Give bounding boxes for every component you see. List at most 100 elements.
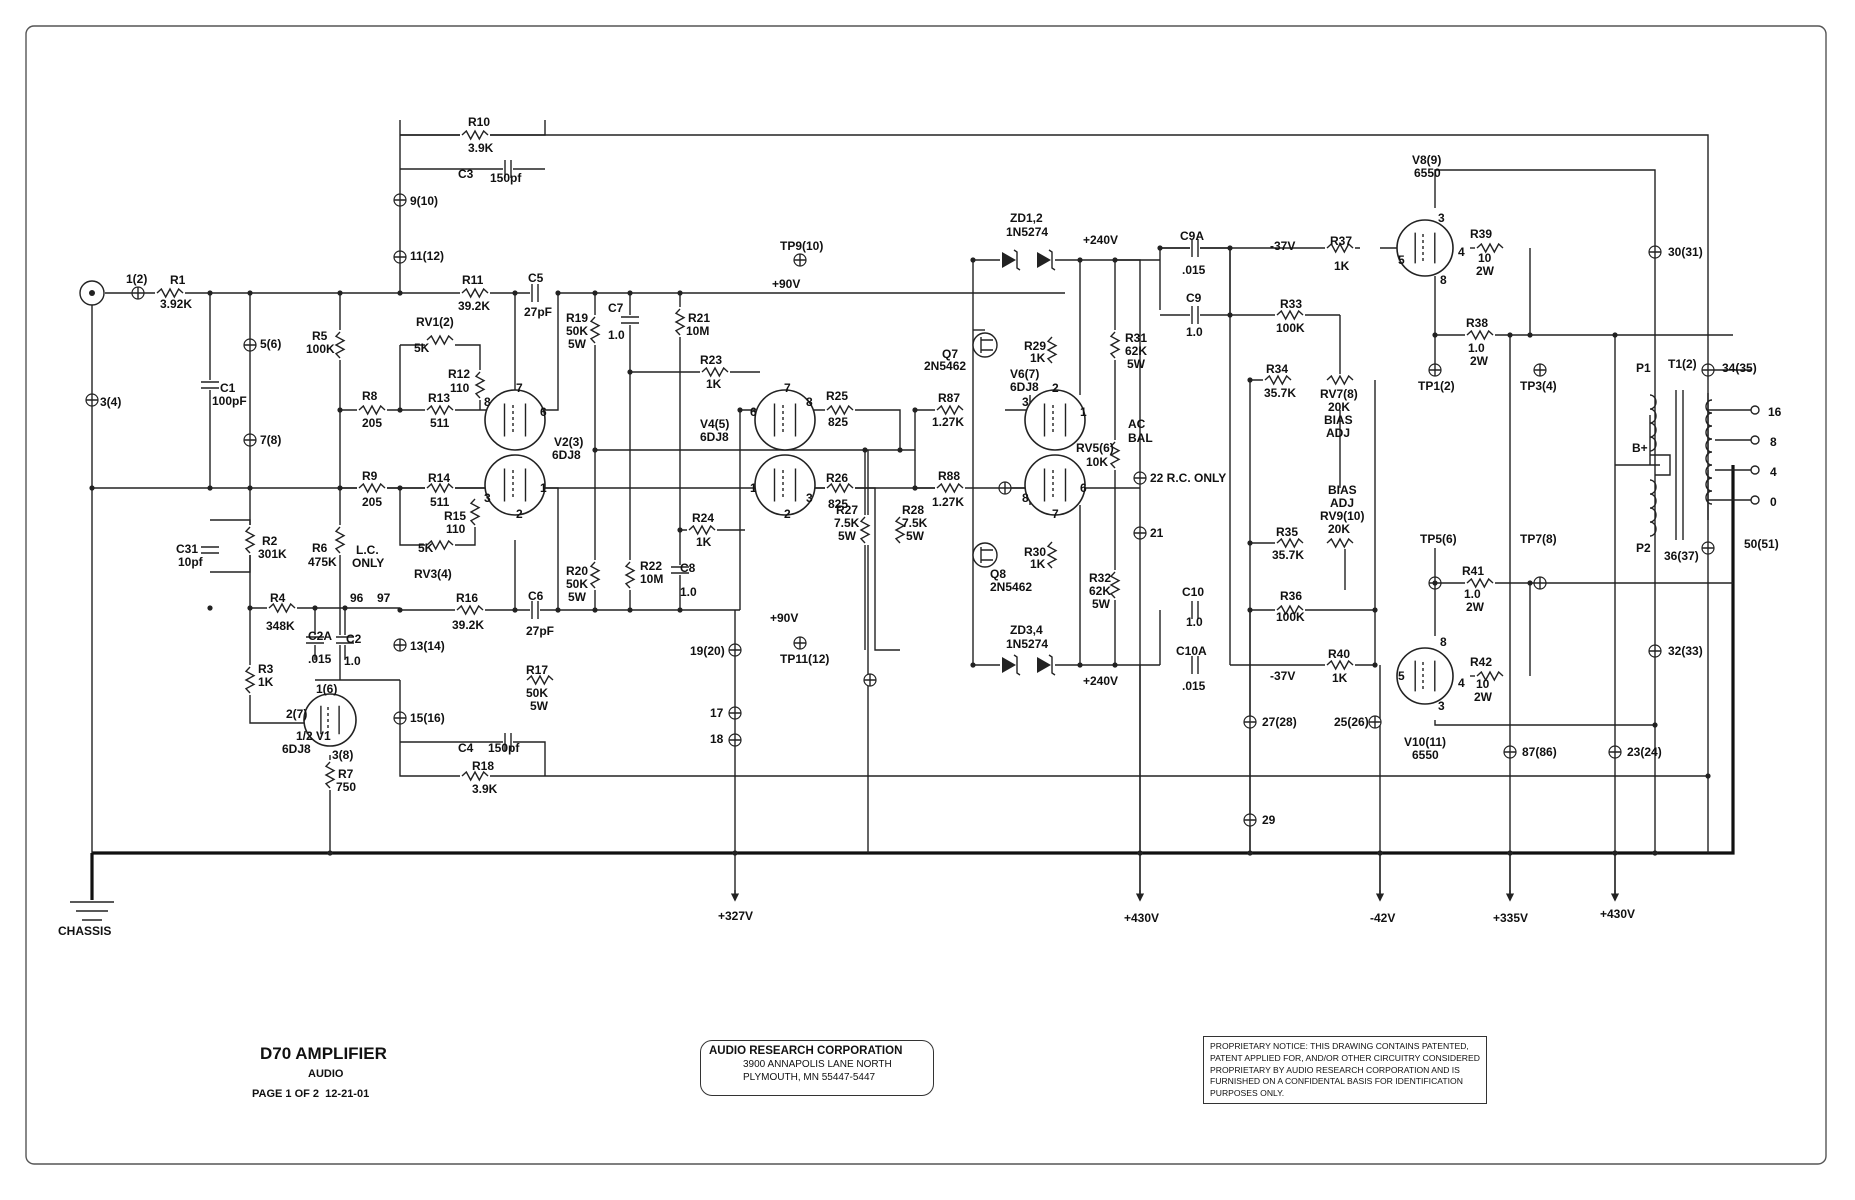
c5-symbol bbox=[531, 284, 539, 302]
tap-terminal-1 bbox=[1750, 435, 1760, 445]
r88-label: R88 bbox=[938, 469, 960, 483]
c10a-symbol bbox=[1191, 656, 1199, 674]
r29-symbol bbox=[1046, 336, 1058, 364]
v2-pin-1: 1 bbox=[540, 481, 547, 495]
v10-pin-8: 8 bbox=[1440, 635, 1447, 649]
c9a-label: C9A bbox=[1180, 229, 1204, 243]
r32-symbol bbox=[1109, 571, 1121, 599]
company-box: AUDIO RESEARCH CORPORATION 3900 ANNAPOLI… bbox=[700, 1040, 934, 1096]
r35-label: R35 bbox=[1276, 525, 1298, 539]
tap-16-label: 16 bbox=[1768, 405, 1782, 419]
zd1-symbol bbox=[1002, 252, 1016, 268]
node-19-label: 19(20) bbox=[690, 644, 725, 658]
r15-symbol bbox=[469, 498, 481, 526]
junction-dot-43 bbox=[1652, 722, 1658, 728]
r37-value: 1K bbox=[1334, 259, 1350, 273]
proprietary-notice: PROPRIETARY NOTICE: THIS DRAWING CONTAIN… bbox=[1203, 1036, 1487, 1104]
v1-symbol bbox=[303, 693, 357, 747]
r23-value: 1K bbox=[706, 377, 722, 391]
v6-pin-1: 1 bbox=[1080, 405, 1087, 419]
v2-label: V2(3) bbox=[554, 435, 583, 449]
supply-label-neg42v: -42V bbox=[1370, 911, 1395, 925]
r17-label: R17 bbox=[526, 663, 548, 677]
junction-dot-9 bbox=[397, 485, 403, 491]
junction-dot-48 bbox=[592, 607, 598, 613]
company-address-line-2: PLYMOUTH, MN 55447-5447 bbox=[743, 1072, 876, 1083]
q8-type: 2N5462 bbox=[990, 580, 1032, 594]
c31-label: C31 bbox=[176, 542, 198, 556]
v4-pin-6: 6 bbox=[750, 405, 757, 419]
supply-label-430v-a: +430V bbox=[1124, 911, 1159, 925]
v2-pin-8: 8 bbox=[484, 395, 491, 409]
r29-value: 1K bbox=[1030, 351, 1046, 365]
r6-value: 475K bbox=[308, 555, 337, 569]
r22-value: 10M bbox=[640, 572, 663, 586]
r87-value: 1.27K bbox=[932, 415, 964, 429]
r41-watt: 2W bbox=[1466, 600, 1485, 614]
r31-symbol bbox=[1109, 331, 1121, 359]
c3-value: 150pf bbox=[490, 171, 522, 185]
node-36-label: 36(37) bbox=[1664, 549, 1699, 563]
rail-neg37v-b: -37V bbox=[1270, 669, 1295, 683]
junction-dot-44 bbox=[1705, 773, 1711, 779]
rv5-symbol bbox=[1109, 441, 1121, 469]
junction-dot-33 bbox=[1247, 540, 1253, 546]
r9-symbol bbox=[358, 482, 386, 494]
c5-label: C5 bbox=[528, 271, 544, 285]
labels-layer: CHASSIS +327V +430V -42V +335V +430V +90… bbox=[58, 115, 1782, 938]
r32-value: 62K bbox=[1089, 584, 1111, 598]
v2-pin-3: 3 bbox=[484, 491, 491, 505]
r38-watt: 2W bbox=[1470, 354, 1489, 368]
r23-label: R23 bbox=[700, 353, 722, 367]
r18-symbol bbox=[461, 770, 489, 782]
r39-watt: 2W bbox=[1476, 264, 1495, 278]
v6-type: 6DJ8 bbox=[1010, 380, 1039, 394]
r22-symbol bbox=[624, 561, 636, 589]
c9a-value: .015 bbox=[1182, 263, 1206, 277]
r19-symbol bbox=[589, 316, 601, 344]
junction-dot-3 bbox=[337, 407, 343, 413]
c10a-value: .015 bbox=[1182, 679, 1206, 693]
junction-dot-28 bbox=[1112, 662, 1118, 668]
junction-dot-54 bbox=[1247, 850, 1253, 856]
junction-dot-2 bbox=[337, 290, 343, 296]
junction-dot-1 bbox=[247, 290, 253, 296]
c1-label: C1 bbox=[220, 381, 236, 395]
c31-value: 10pf bbox=[178, 555, 204, 569]
r27-symbol bbox=[859, 516, 871, 544]
r36-label: R36 bbox=[1280, 589, 1302, 603]
r24-label: R24 bbox=[692, 511, 714, 525]
c7-label: C7 bbox=[608, 301, 624, 315]
r30-symbol bbox=[1046, 541, 1058, 569]
r25-value: 825 bbox=[828, 415, 848, 429]
company-address-line-1: 3900 ANNAPOLIS LANE NORTH bbox=[743, 1059, 892, 1070]
v6-pin-3: 3 bbox=[1022, 395, 1029, 409]
r7-symbol bbox=[324, 761, 336, 789]
r24-symbol bbox=[688, 524, 716, 536]
junction-dot-13 bbox=[627, 290, 633, 296]
r2-symbol bbox=[244, 526, 256, 554]
r7-value: 750 bbox=[336, 780, 356, 794]
tap-4-label: 4 bbox=[1770, 465, 1777, 479]
junction-dot-8 bbox=[397, 407, 403, 413]
page-number: PAGE 1 OF 2 bbox=[252, 1088, 320, 1100]
tp1-label: TP1(2) bbox=[1418, 379, 1455, 393]
node-21-label: 21 bbox=[1150, 526, 1164, 540]
v8-pin-5: 5 bbox=[1398, 253, 1405, 267]
r14-label: R14 bbox=[428, 471, 450, 485]
r30-value: 1K bbox=[1030, 557, 1046, 571]
rail-neg37v-a: -37V bbox=[1270, 239, 1295, 253]
drawing-page-info: PAGE 1 OF 2 12-21-01 bbox=[252, 1088, 442, 1100]
title-block: D70 AMPLIFIER AUDIO PAGE 1 OF 2 12-21-01 bbox=[252, 1044, 442, 1100]
r22-label: R22 bbox=[640, 559, 662, 573]
rv1-symbol bbox=[426, 334, 454, 346]
junction-dot-10 bbox=[512, 290, 518, 296]
junction-dot-41 bbox=[1507, 332, 1513, 338]
junction-dot-39 bbox=[1432, 580, 1438, 586]
c8-symbol bbox=[671, 566, 689, 574]
junction-dot-42 bbox=[1612, 332, 1618, 338]
junction-dot-58 bbox=[1652, 850, 1658, 856]
zd34-type: 1N5274 bbox=[1006, 637, 1048, 651]
junction-dot-11 bbox=[555, 290, 561, 296]
r28-label: R28 bbox=[902, 503, 924, 517]
